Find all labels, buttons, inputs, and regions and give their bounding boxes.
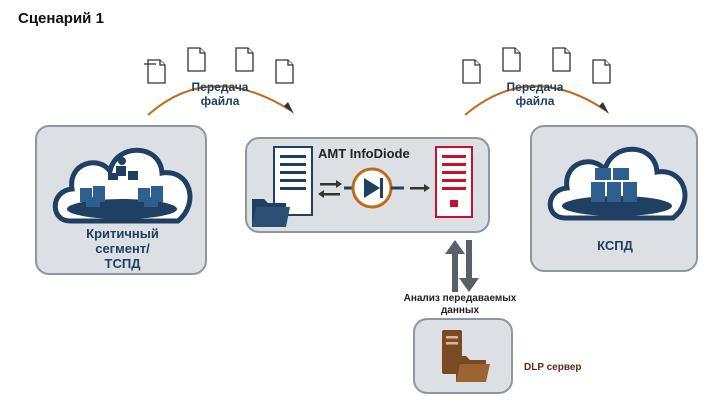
transfer-label-line: файла — [200, 94, 240, 108]
segment-label-line: ТСПД — [104, 256, 141, 271]
diode-icon — [344, 167, 404, 209]
document-icon — [592, 59, 611, 84]
kspd-label: КСПД — [597, 238, 633, 253]
analysis-label: Анализ передаваемых данных — [385, 293, 535, 317]
document-icon — [502, 47, 521, 72]
cloud-icon — [52, 147, 193, 224]
folder-icon — [456, 356, 490, 382]
document-icon — [275, 59, 294, 84]
dlp-server-graphic — [442, 330, 490, 382]
right-arrow-icon — [410, 184, 430, 192]
curved-arrow — [147, 85, 291, 116]
analysis-label-line: данных — [440, 305, 480, 316]
transfer-label-right: Передача файла — [490, 80, 580, 108]
dlp-label: DLP сервер — [524, 362, 582, 373]
cloud-icon — [547, 146, 688, 221]
document-icon — [144, 59, 166, 84]
servers-icon — [591, 168, 637, 202]
right-transfer-graphic — [462, 47, 611, 116]
transfer-label-line: файла — [515, 94, 555, 108]
analysis-label-line: Анализ передаваемых — [403, 293, 517, 304]
infodiode-graphic — [252, 146, 473, 227]
document-icon — [235, 47, 254, 72]
curved-arrow — [464, 85, 606, 116]
document-icon — [462, 59, 481, 84]
transfer-label-left: Передача файла — [175, 80, 265, 108]
folder-icon — [252, 199, 290, 227]
infodiode-title: AMT InfoDiode — [318, 146, 410, 161]
transfer-label-line: Передача — [506, 80, 564, 94]
critical-segment-label: Критичный сегмент/ ТСПД — [60, 226, 185, 271]
scenario-title: Сценарий 1 — [18, 10, 104, 27]
segment-label-line: сегмент/ — [95, 241, 150, 256]
server-icon — [273, 146, 313, 216]
left-transfer-graphic — [144, 47, 294, 116]
transfer-arrows-icon — [318, 180, 342, 198]
bidirectional-arrows — [445, 240, 479, 292]
transfer-label-line: Передача — [191, 80, 249, 94]
servers-icon — [80, 186, 163, 207]
red-server-icon — [435, 146, 473, 218]
operator-icon — [108, 157, 138, 180]
segment-label-line: Критичный — [86, 226, 159, 241]
document-icon — [187, 47, 206, 72]
document-icon — [552, 47, 571, 72]
